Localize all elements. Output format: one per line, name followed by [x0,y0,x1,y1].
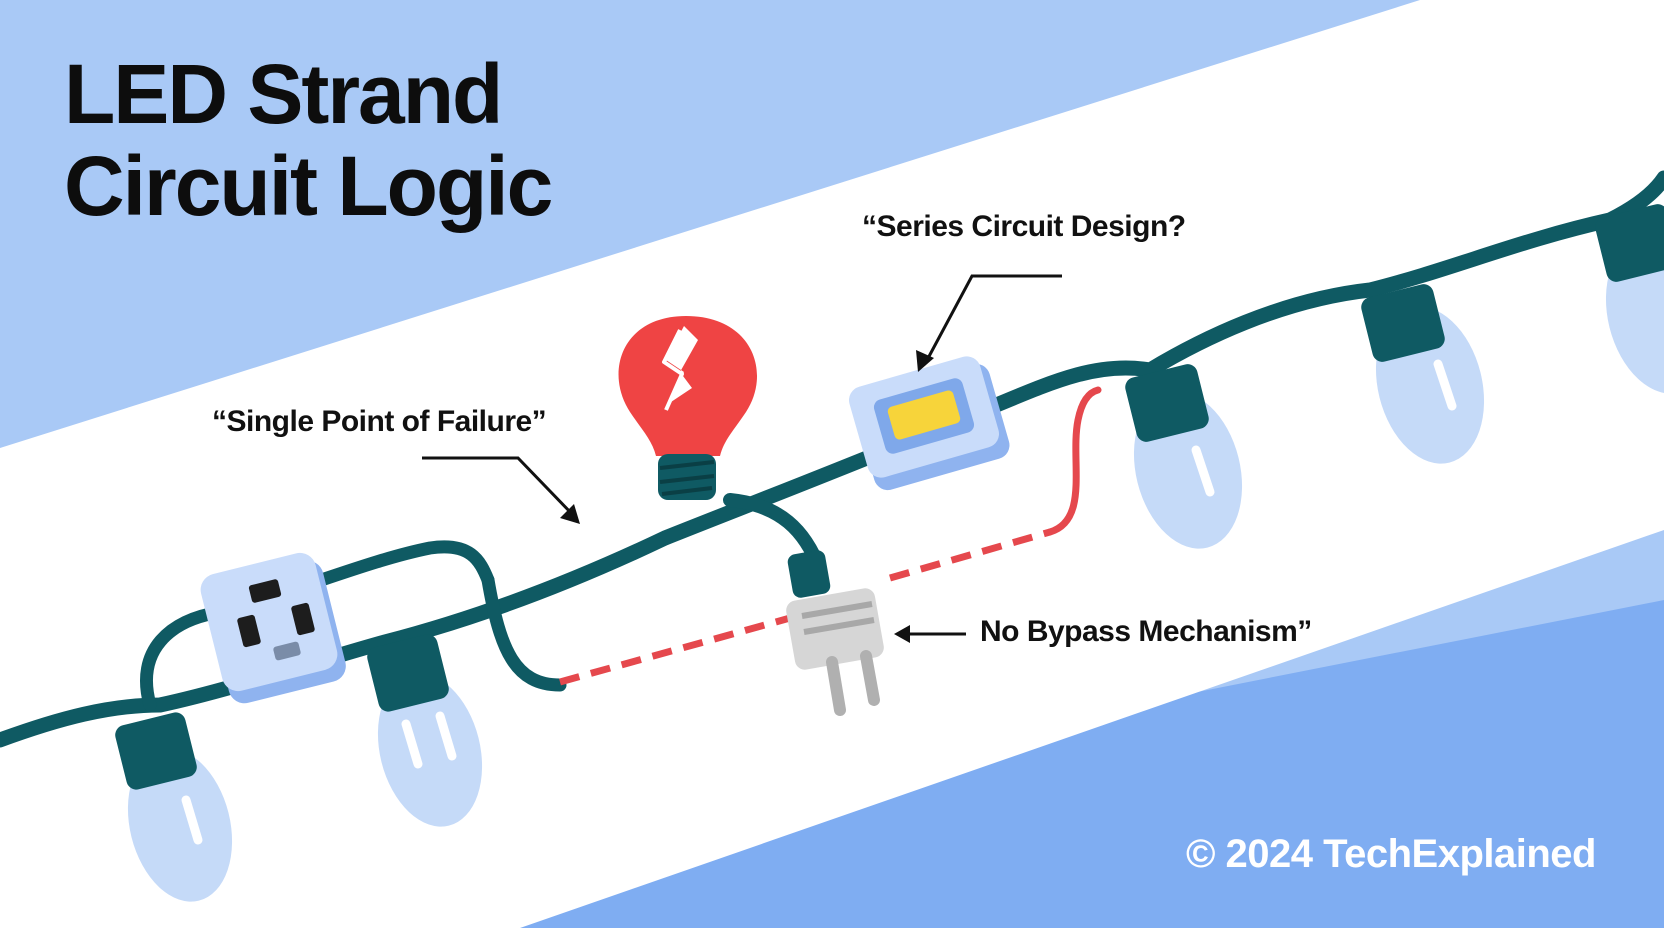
loop-wire [481,573,567,692]
bulb-icon [115,712,233,902]
failure-callout-arrow [422,456,580,524]
missing-bypass-path [559,614,791,686]
bulb-icon [367,634,483,827]
series-callout-arrow [916,274,1062,372]
bulb-icon [1595,204,1664,394]
no-bypass-callout: No Bypass Mechanism” [980,615,1312,648]
series-circuit-callout: “Series Circuit Design? [862,210,1186,243]
plug-icon [786,550,884,716]
missing-bypass-path-right [889,528,1051,582]
led-chip-icon [848,356,1010,491]
bulb-icon [1125,364,1243,549]
copyright-notice: © 2024 TechExplained [1185,832,1597,876]
power-outlet-icon [200,552,346,704]
bulb-icon [1361,284,1485,464]
title-line-1: LED Strand [64,47,503,141]
broken-bulb-icon [618,316,758,500]
single-point-failure-callout: “Single Point of Failure” [212,405,547,438]
bypass-wire-red [1046,386,1102,536]
page-title: LED Strand Circuit Logic [64,47,553,233]
title-line-2: Circuit Logic [64,139,553,233]
bypass-callout-arrow [894,625,966,643]
